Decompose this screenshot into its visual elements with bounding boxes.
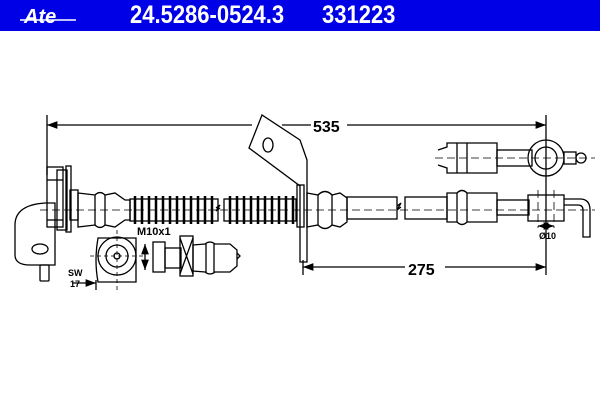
- nut-front-view: [73, 230, 145, 290]
- diameter-label: Ø10: [539, 231, 556, 241]
- overall-length-label: 535: [313, 119, 340, 136]
- svg-text:Ate: Ate: [23, 6, 56, 27]
- right-crimp-sleeve: [446, 189, 530, 226]
- part-number: 24.5286-0524.3: [130, 1, 285, 29]
- threaded-end-fitting: [141, 235, 241, 277]
- mounting-bracket: [248, 114, 308, 263]
- wrench-size-label: SW: [68, 268, 83, 278]
- partial-length-dimension: [302, 260, 546, 275]
- break-mark: [215, 204, 221, 212]
- wrench-size-value: 17: [70, 279, 80, 289]
- hose-body: [346, 196, 448, 220]
- header-bar: Ate 24.5286-0524.3 331223: [0, 0, 600, 31]
- center-lines: [40, 157, 595, 228]
- left-elbow-fitting: [14, 165, 79, 282]
- reference-number: 331223: [322, 1, 396, 29]
- thread-label: M10x1: [137, 226, 171, 238]
- right-elbow-fitting: [527, 194, 591, 238]
- partial-length-label: 275: [408, 262, 435, 279]
- brake-hose-drawing: 535 275 M10x1 SW 17 Ø10: [14, 114, 595, 290]
- ate-logo: Ate: [20, 6, 76, 27]
